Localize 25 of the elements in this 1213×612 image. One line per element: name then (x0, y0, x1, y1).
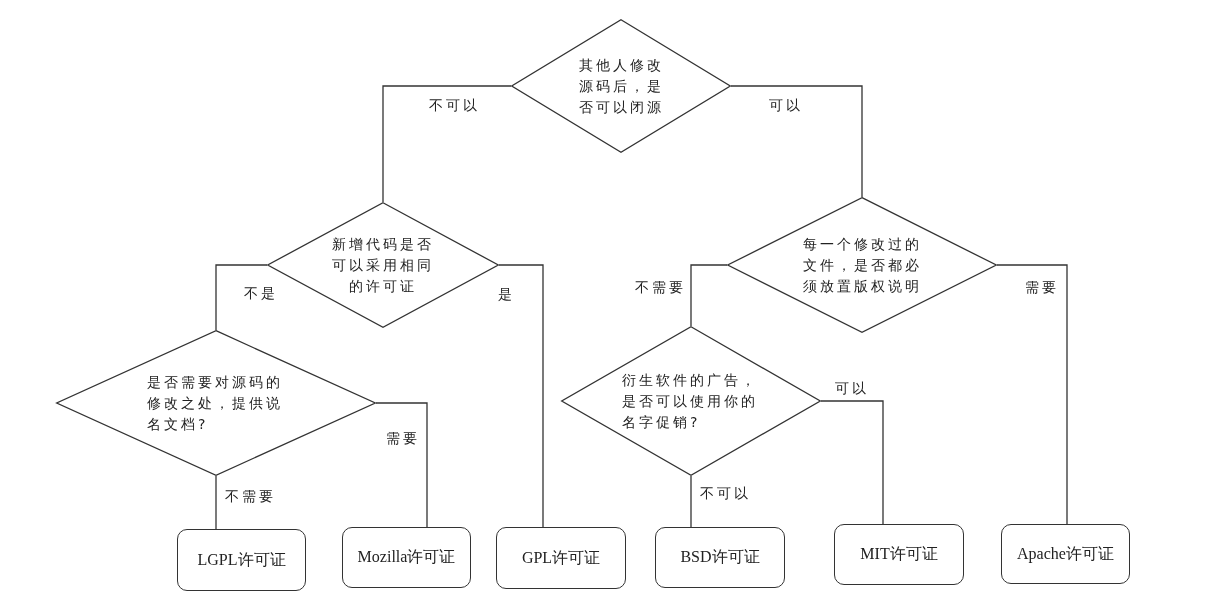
decision-text: 衍生软件的广告，是否可以使用你的名字促销? (622, 370, 759, 432)
result-box: LGPL许可证 (177, 529, 306, 591)
connector-line (690, 264, 728, 327)
decision-text: 其他人修改源码后，是否可以闭源 (577, 55, 665, 117)
connector-line (375, 402, 428, 528)
decision-diamond (56, 330, 376, 476)
decision-text: 新增代码是否可以采用相同的许可证 (331, 234, 435, 296)
connector-line (820, 400, 884, 525)
connector-line (382, 85, 512, 203)
connector-line (690, 475, 692, 528)
connector-line (730, 85, 863, 198)
connector-line (215, 264, 268, 331)
decision-text: 每一个修改过的文件，是否都必须放置版权说明 (801, 234, 923, 296)
decision-diamond (727, 197, 997, 333)
connector-line (498, 264, 544, 528)
decision-text: 是否需要对源码的修改之处，提供说名文档? (147, 372, 284, 434)
connector-line (996, 264, 1068, 525)
decision-diamond (561, 326, 821, 476)
result-box: MIT许可证 (834, 524, 964, 585)
decision-diamond (511, 19, 731, 153)
result-box: Apache许可证 (1001, 524, 1130, 584)
result-box: GPL许可证 (496, 527, 626, 589)
result-box: Mozilla许可证 (342, 527, 471, 588)
connector-line (215, 475, 217, 530)
result-box: BSD许可证 (655, 527, 785, 588)
